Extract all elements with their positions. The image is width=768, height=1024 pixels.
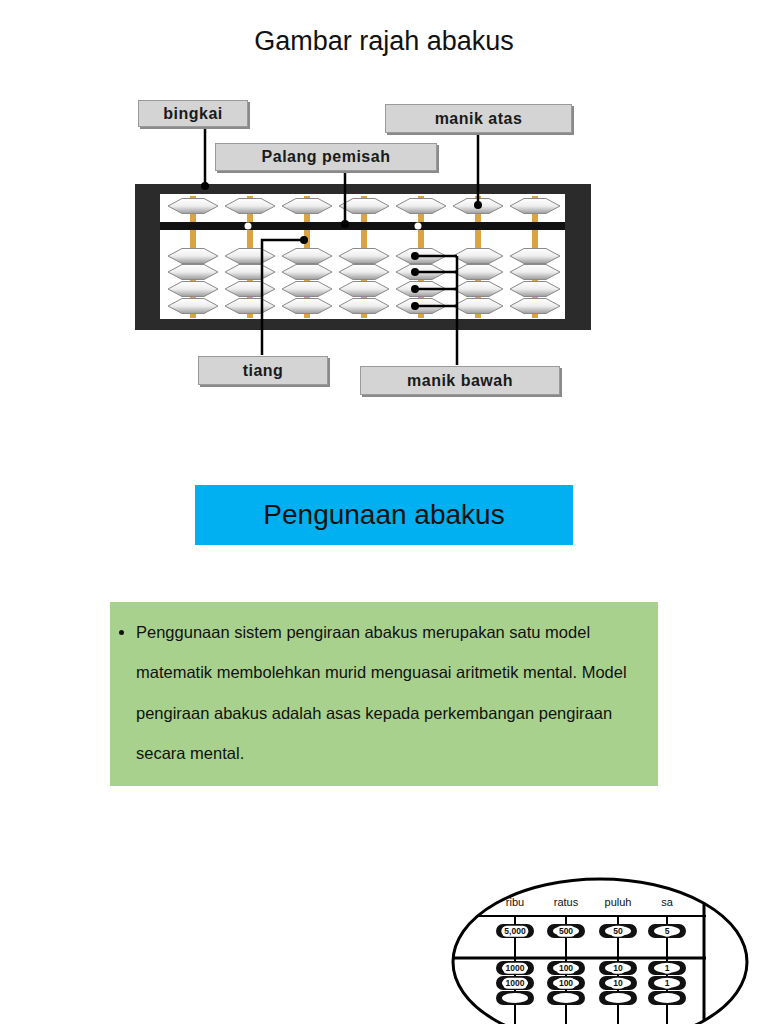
abacus-bead xyxy=(225,265,275,280)
abacus-bead xyxy=(168,265,218,280)
abacus-bead xyxy=(453,265,503,280)
abacus-bead xyxy=(510,249,560,264)
abacus-beads xyxy=(168,199,560,314)
part-label: manik atas xyxy=(385,104,572,133)
abacus-bead xyxy=(510,199,560,214)
bead-value: 100 xyxy=(556,978,576,989)
abacus-bead xyxy=(510,265,560,280)
place-value-heading: ratus xyxy=(554,897,578,908)
bead-value: 500 xyxy=(556,926,576,937)
abacus-bead xyxy=(225,249,275,264)
bead-value: 1000 xyxy=(503,963,528,974)
bead-value: 10 xyxy=(610,963,625,974)
abacus-bead xyxy=(339,282,389,297)
part-label: Palang pemisah xyxy=(215,143,437,171)
abacus-bead xyxy=(510,282,560,297)
abacus-bead xyxy=(453,299,503,314)
abacus-bead xyxy=(168,282,218,297)
abacus-bead xyxy=(225,282,275,297)
label-text: bingkai xyxy=(163,105,223,123)
label-text: Palang pemisah xyxy=(262,148,391,166)
bead-value: 1 xyxy=(662,963,673,974)
abacus-rods xyxy=(190,196,538,318)
text-panel: Penggunaan sistem pengiraan abakus merup… xyxy=(110,602,658,786)
beam-dot xyxy=(245,223,252,230)
bead-value: 50 xyxy=(610,926,625,937)
abacus-bead xyxy=(168,249,218,264)
abacus-bead xyxy=(282,282,332,297)
label-text: tiang xyxy=(243,362,284,380)
abacus-bead xyxy=(453,249,503,264)
body-text: Penggunaan sistem pengiraan abakus merup… xyxy=(136,612,644,774)
section-heading: Pengunaan abakus xyxy=(195,485,573,545)
bead-value: 1000 xyxy=(503,978,528,989)
abacus-inner xyxy=(160,194,565,319)
abacus-frame xyxy=(135,184,591,330)
abacus-bead xyxy=(510,299,560,314)
part-label: manik bawah xyxy=(360,366,560,395)
place-value-heading: ribu xyxy=(506,897,524,908)
abacus-bead xyxy=(225,199,275,214)
part-label: tiang xyxy=(198,356,328,385)
abacus-bead xyxy=(339,265,389,280)
abacus-bead xyxy=(282,299,332,314)
place-value-heading: sa xyxy=(661,897,673,908)
abacus-bead xyxy=(396,199,446,214)
abacus-bead xyxy=(339,199,389,214)
label-text: manik atas xyxy=(435,110,523,128)
leader-dots xyxy=(201,182,482,310)
bead-value: 5 xyxy=(662,926,673,937)
beam-dot xyxy=(415,223,422,230)
abacus-bead xyxy=(282,199,332,214)
heading-text: Pengunaan abakus xyxy=(263,499,504,531)
leader-lines xyxy=(205,128,478,365)
bullet-list: Penggunaan sistem pengiraan abakus merup… xyxy=(118,612,644,774)
abacus-bead xyxy=(168,199,218,214)
bead-value: 100 xyxy=(556,963,576,974)
place-value-inset xyxy=(450,878,753,1024)
abacus-bead xyxy=(339,249,389,264)
abacus-bead xyxy=(282,249,332,264)
abacus-beam xyxy=(160,222,565,230)
abacus-bead xyxy=(282,265,332,280)
diagram-title: Gambar rajah abakus xyxy=(0,26,768,57)
bead-value: 10 xyxy=(610,978,625,989)
abacus-bead xyxy=(453,282,503,297)
abacus-bead xyxy=(168,299,218,314)
bead-value: 5,000 xyxy=(501,926,528,937)
bead-value: 1 xyxy=(662,978,673,989)
abacus-bead xyxy=(225,299,275,314)
part-label: bingkai xyxy=(138,100,248,127)
label-text: manik bawah xyxy=(407,372,513,390)
abacus-bead xyxy=(339,299,389,314)
place-value-heading: puluh xyxy=(605,897,632,908)
